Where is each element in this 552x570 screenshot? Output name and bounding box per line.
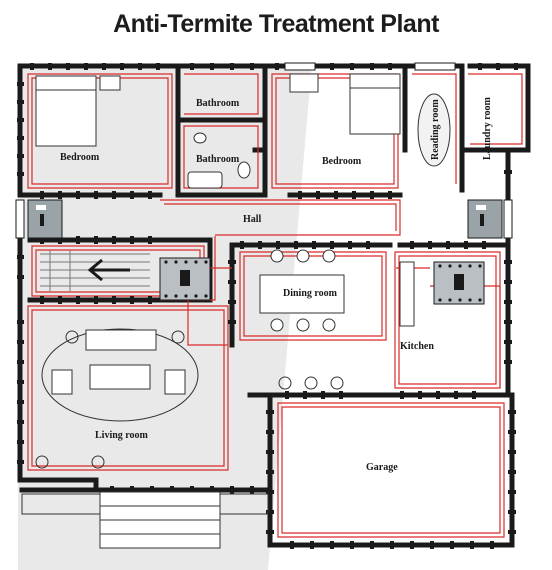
label-bathroom-top: Bathroom [196,98,240,109]
stair-arrow-icon [87,258,130,282]
label-bedroom-right: Bedroom [322,156,362,167]
bed-left [35,75,97,147]
dining-table [259,274,345,314]
manifold-right [433,261,485,305]
manifold-left [159,257,211,301]
label-kitchen: Kitchen [400,341,434,352]
balustrade [21,493,269,515]
label-living-room: Living room [95,430,149,441]
furniture [35,73,451,469]
label-bathroom-mid: Bathroom [196,154,240,165]
bathtub [187,171,223,189]
label-garage: Garage [366,462,398,473]
kitchen-counter [399,261,415,327]
coffee-table [89,364,151,390]
window-strips [15,62,513,239]
sofa [85,329,157,351]
bed-right [349,73,401,135]
control-panel-left [27,199,63,239]
entry-steps [99,491,221,549]
reading-table [417,93,451,167]
label-hall: Hall [243,214,262,225]
label-reading-room: Reading room [430,99,441,160]
label-laundry-room: Laundry room [482,96,493,160]
control-panel-right [467,199,503,239]
page-title: Anti-Termite Treatment Plant [113,10,439,38]
plant-icons [35,330,344,469]
label-bedroom-left: Bedroom [60,152,100,163]
label-dining-room: Dining room [283,288,338,299]
rug [41,328,199,422]
floor-shade-left [18,64,312,570]
nozzles [17,63,518,549]
